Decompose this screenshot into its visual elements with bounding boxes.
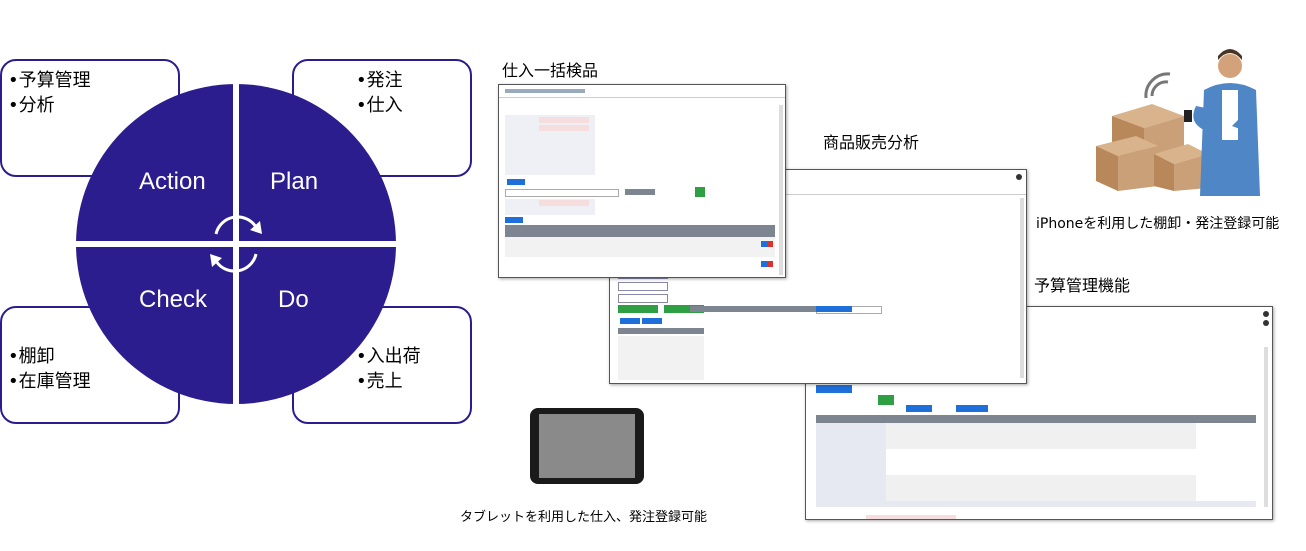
quadrant-label-check: Check (139, 286, 208, 313)
iphone-icon (1184, 110, 1192, 122)
action-item-budget: •予算管理 (8, 70, 91, 91)
bulk-receiving-title: 仕入一括検品 (502, 61, 599, 80)
pdca-circle (76, 84, 396, 404)
wifi-icon (1144, 72, 1171, 99)
budget-screenshot (805, 306, 1273, 520)
check-item-inventory: •在庫管理 (8, 371, 91, 392)
quadrant-label-plan: Plan (270, 168, 319, 195)
cardboard-boxes-icon (1096, 104, 1208, 191)
person-icon (1184, 49, 1260, 196)
plan-item-order: •発注 (356, 70, 403, 91)
tablet-image (530, 408, 644, 484)
iphone-caption: iPhoneを利用した棚卸・発注登録可能 (1036, 216, 1280, 232)
check-item-stocktake: •棚卸 (8, 346, 55, 367)
plan-item-purchase: •仕入 (356, 95, 403, 116)
bulk-receiving-screenshot (498, 84, 786, 278)
sales-analysis-title: 商品販売分析 (823, 133, 920, 152)
tablet-caption: タブレットを利用した仕入、発注登録可能 (460, 510, 708, 525)
do-item-shipping: •入出荷 (356, 346, 421, 367)
quadrant-label-do: Do (278, 286, 309, 313)
cycle-arrows-icon (214, 215, 258, 273)
action-item-analysis: •分析 (8, 95, 55, 116)
budget-title: 予算管理機能 (1034, 276, 1131, 295)
person-with-iphone-illustration (1096, 49, 1260, 196)
quadrant-label-action: Action (139, 168, 206, 195)
do-item-sales: •売上 (356, 371, 403, 392)
